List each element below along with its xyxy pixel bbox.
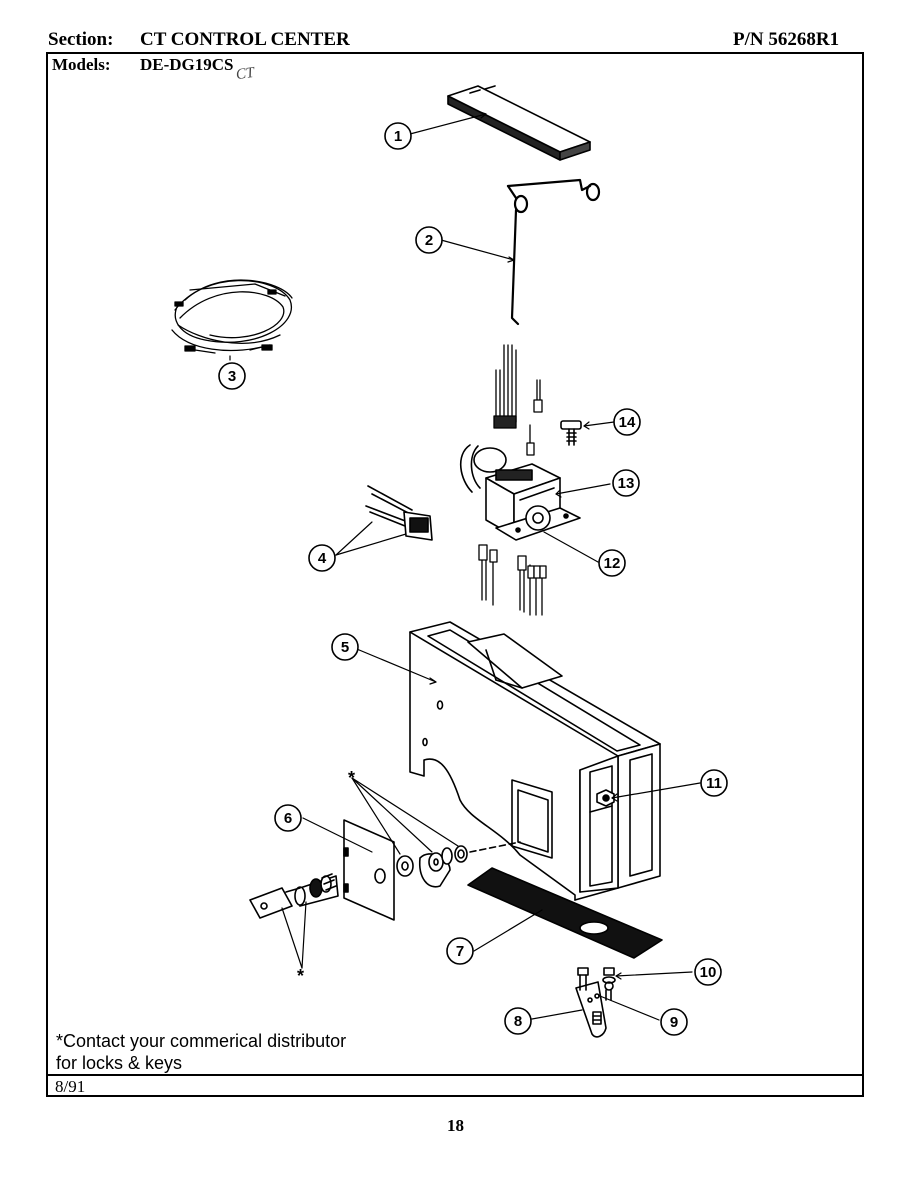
callout-4: 4: [308, 544, 336, 572]
part-11-nut: [596, 789, 615, 807]
part-13-control-module: [460, 444, 581, 541]
callout-number: 11: [706, 775, 722, 792]
callout-7: 7: [446, 937, 474, 965]
leader-lines: [229, 111, 701, 1021]
part-4-connector: [365, 485, 433, 541]
note-line-2: for locks & keys: [56, 1053, 183, 1073]
callout-number: 3: [228, 368, 236, 385]
part-5-housing: [409, 621, 661, 901]
callout-8: 8: [504, 1007, 532, 1035]
callout-5: 5: [331, 633, 359, 661]
footer-rule: [46, 1074, 864, 1076]
lower-wire-bundle: [478, 544, 547, 616]
callout-number: 9: [670, 1014, 678, 1031]
callout-3: 3: [218, 362, 246, 390]
lock-keys-note: *Contact your commerical distributor for…: [56, 1030, 346, 1074]
callout-12: 12: [598, 549, 626, 577]
diagram-frame: [46, 52, 864, 1097]
callout-10: 10: [694, 958, 722, 986]
callout-number: 7: [456, 943, 464, 960]
callout-13: 13: [612, 469, 640, 497]
part-1-lid-plate: [447, 85, 591, 161]
callout-1: 1: [384, 122, 412, 150]
page-number: 18: [447, 1116, 464, 1135]
lock-washers-cam: [396, 841, 521, 888]
part-8-9-10-bracket-screws: [575, 967, 616, 1038]
section-label: Section:: [48, 29, 114, 50]
models-value: DE-DG19CS: [140, 55, 234, 74]
part-14-screw: [560, 420, 582, 446]
callout-9: 9: [660, 1008, 688, 1036]
part-3-wire-harness: [171, 279, 293, 354]
callout-11: 11: [700, 769, 728, 797]
section-title: CT CONTROL CENTER: [140, 29, 350, 50]
callout-6: 6: [274, 804, 302, 832]
upper-wire-bundle: [493, 344, 543, 456]
models-label: Models:: [52, 55, 111, 74]
part-6-lock-plate: [343, 819, 395, 921]
callout-number: 10: [700, 964, 717, 981]
callout-number: 13: [618, 475, 635, 492]
part-2-wire-bracket: [506, 178, 601, 326]
callout-number: 2: [425, 232, 433, 249]
lock-cylinder-key: [249, 873, 339, 919]
part-number: P/N 56268R1: [733, 29, 840, 50]
callout-number: 8: [514, 1013, 522, 1030]
callout-number: 5: [341, 639, 349, 656]
note-line-1: *Contact your commerical distributor: [56, 1031, 347, 1051]
callout-number: 14: [619, 414, 636, 431]
callout-2: 2: [415, 226, 443, 254]
part-7-gasket: [467, 867, 663, 959]
callout-14: 14: [613, 408, 641, 436]
asterisk-lower: *: [297, 966, 304, 986]
callout-number: 1: [394, 128, 402, 145]
callout-number: 12: [604, 555, 621, 572]
revision-date: 8/91: [55, 1077, 86, 1096]
callout-number: 6: [284, 810, 292, 827]
asterisk-upper: *: [348, 768, 355, 788]
callout-number: 4: [318, 550, 327, 567]
